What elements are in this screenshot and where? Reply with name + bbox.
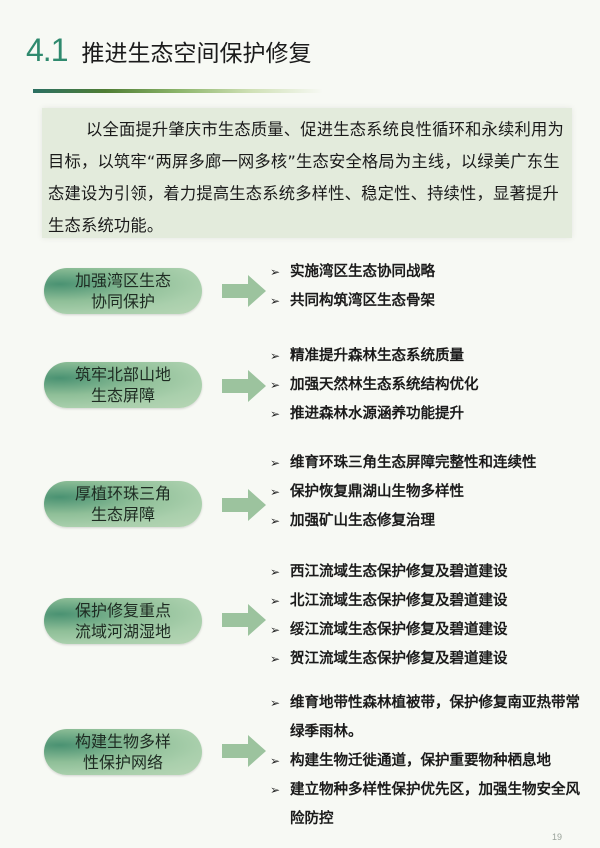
list-item: ➢维育地带性森林植被带，保护修复南亚热带常绿季雨林。 [270,689,590,747]
section-title: 推进生态空间保护修复 [81,41,312,67]
arrowhead-bullet-icon: ➢ [270,514,281,528]
arrowhead-bullet-icon: ➢ [270,623,281,637]
list-item: ➢共同构筑湾区生态骨架 [270,287,590,316]
list-item: ➢加强矿山生态修复治理 [270,507,590,536]
category-pill: 构建生物多样性保护网络 [44,729,202,775]
title-underline-divider [33,89,323,93]
category-pill: 保护修复重点流域河湖湿地 [44,598,202,644]
list-item: ➢构建生物迁徙通道，保护重要物种栖息地 [270,747,590,776]
item-list: ➢实施湾区生态协同战略 ➢共同构筑湾区生态骨架 [270,258,590,316]
arrowhead-bullet-icon: ➢ [270,485,281,499]
arrowhead-bullet-icon: ➢ [270,652,281,666]
list-item: ➢维育环珠三角生态屏障完整性和连续性 [270,449,590,478]
category-label: 厚植环珠三角生态屏障 [75,484,172,524]
arrowhead-bullet-icon: ➢ [270,783,281,797]
arrowhead-bullet-icon: ➢ [270,594,281,608]
item-list: ➢精准提升森林生态系统质量 ➢加强天然林生态系统结构优化 ➢推进森林水源涵养功能… [270,342,590,429]
right-arrow-icon [222,489,266,521]
section-heading: 4.1 推进生态空间保护修复 [26,32,311,69]
category-label: 保护修复重点流域河湖湿地 [75,601,172,641]
category-label: 构建生物多样性保护网络 [75,732,172,772]
arrowhead-bullet-icon: ➢ [270,407,281,421]
arrowhead-bullet-icon: ➢ [270,265,281,279]
list-item: ➢保护恢复鼎湖山生物多样性 [270,478,590,507]
item-list: ➢西江流域生态保护修复及碧道建设 ➢北江流域生态保护修复及碧道建设 ➢绥江流域生… [270,558,590,674]
intro-paragraph: 以全面提升肇庆市生态质量、促进生态系统良性循环和永续利用为目标，以筑牢“两屏多廊… [42,108,572,238]
right-arrow-icon [222,370,266,402]
arrowhead-bullet-icon: ➢ [270,565,281,579]
right-arrow-icon [222,604,266,636]
list-item: ➢建立物种多样性保护优先区，加强生物安全风险防控 [270,776,590,834]
arrowhead-bullet-icon: ➢ [270,456,281,470]
list-item: ➢精准提升森林生态系统质量 [270,342,590,371]
list-item: ➢加强天然林生态系统结构优化 [270,371,590,400]
category-label: 筑牢北部山地生态屏障 [75,365,172,405]
list-item: ➢绥江流域生态保护修复及碧道建设 [270,616,590,645]
category-label: 加强湾区生态协同保护 [75,271,172,311]
list-item: ➢北江流域生态保护修复及碧道建设 [270,587,590,616]
right-arrow-icon [222,275,266,307]
section-number: 4.1 [26,32,68,68]
arrowhead-bullet-icon: ➢ [270,349,281,363]
arrowhead-bullet-icon: ➢ [270,294,281,308]
arrowhead-bullet-icon: ➢ [270,696,281,710]
right-arrow-icon [222,735,266,767]
list-item: ➢西江流域生态保护修复及碧道建设 [270,558,590,587]
arrowhead-bullet-icon: ➢ [270,378,281,392]
list-item: ➢推进森林水源涵养功能提升 [270,400,590,429]
category-pill: 筑牢北部山地生态屏障 [44,362,202,408]
category-pill: 厚植环珠三角生态屏障 [44,481,202,527]
item-list: ➢维育环珠三角生态屏障完整性和连续性 ➢保护恢复鼎湖山生物多样性 ➢加强矿山生态… [270,449,590,536]
arrowhead-bullet-icon: ➢ [270,754,281,768]
category-pill: 加强湾区生态协同保护 [44,268,202,314]
list-item: ➢实施湾区生态协同战略 [270,258,590,287]
list-item: ➢贺江流域生态保护修复及碧道建设 [270,645,590,674]
item-list: ➢维育地带性森林植被带，保护修复南亚热带常绿季雨林。 ➢构建生物迁徙通道，保护重… [270,689,590,834]
page-number: 19 [552,832,563,842]
